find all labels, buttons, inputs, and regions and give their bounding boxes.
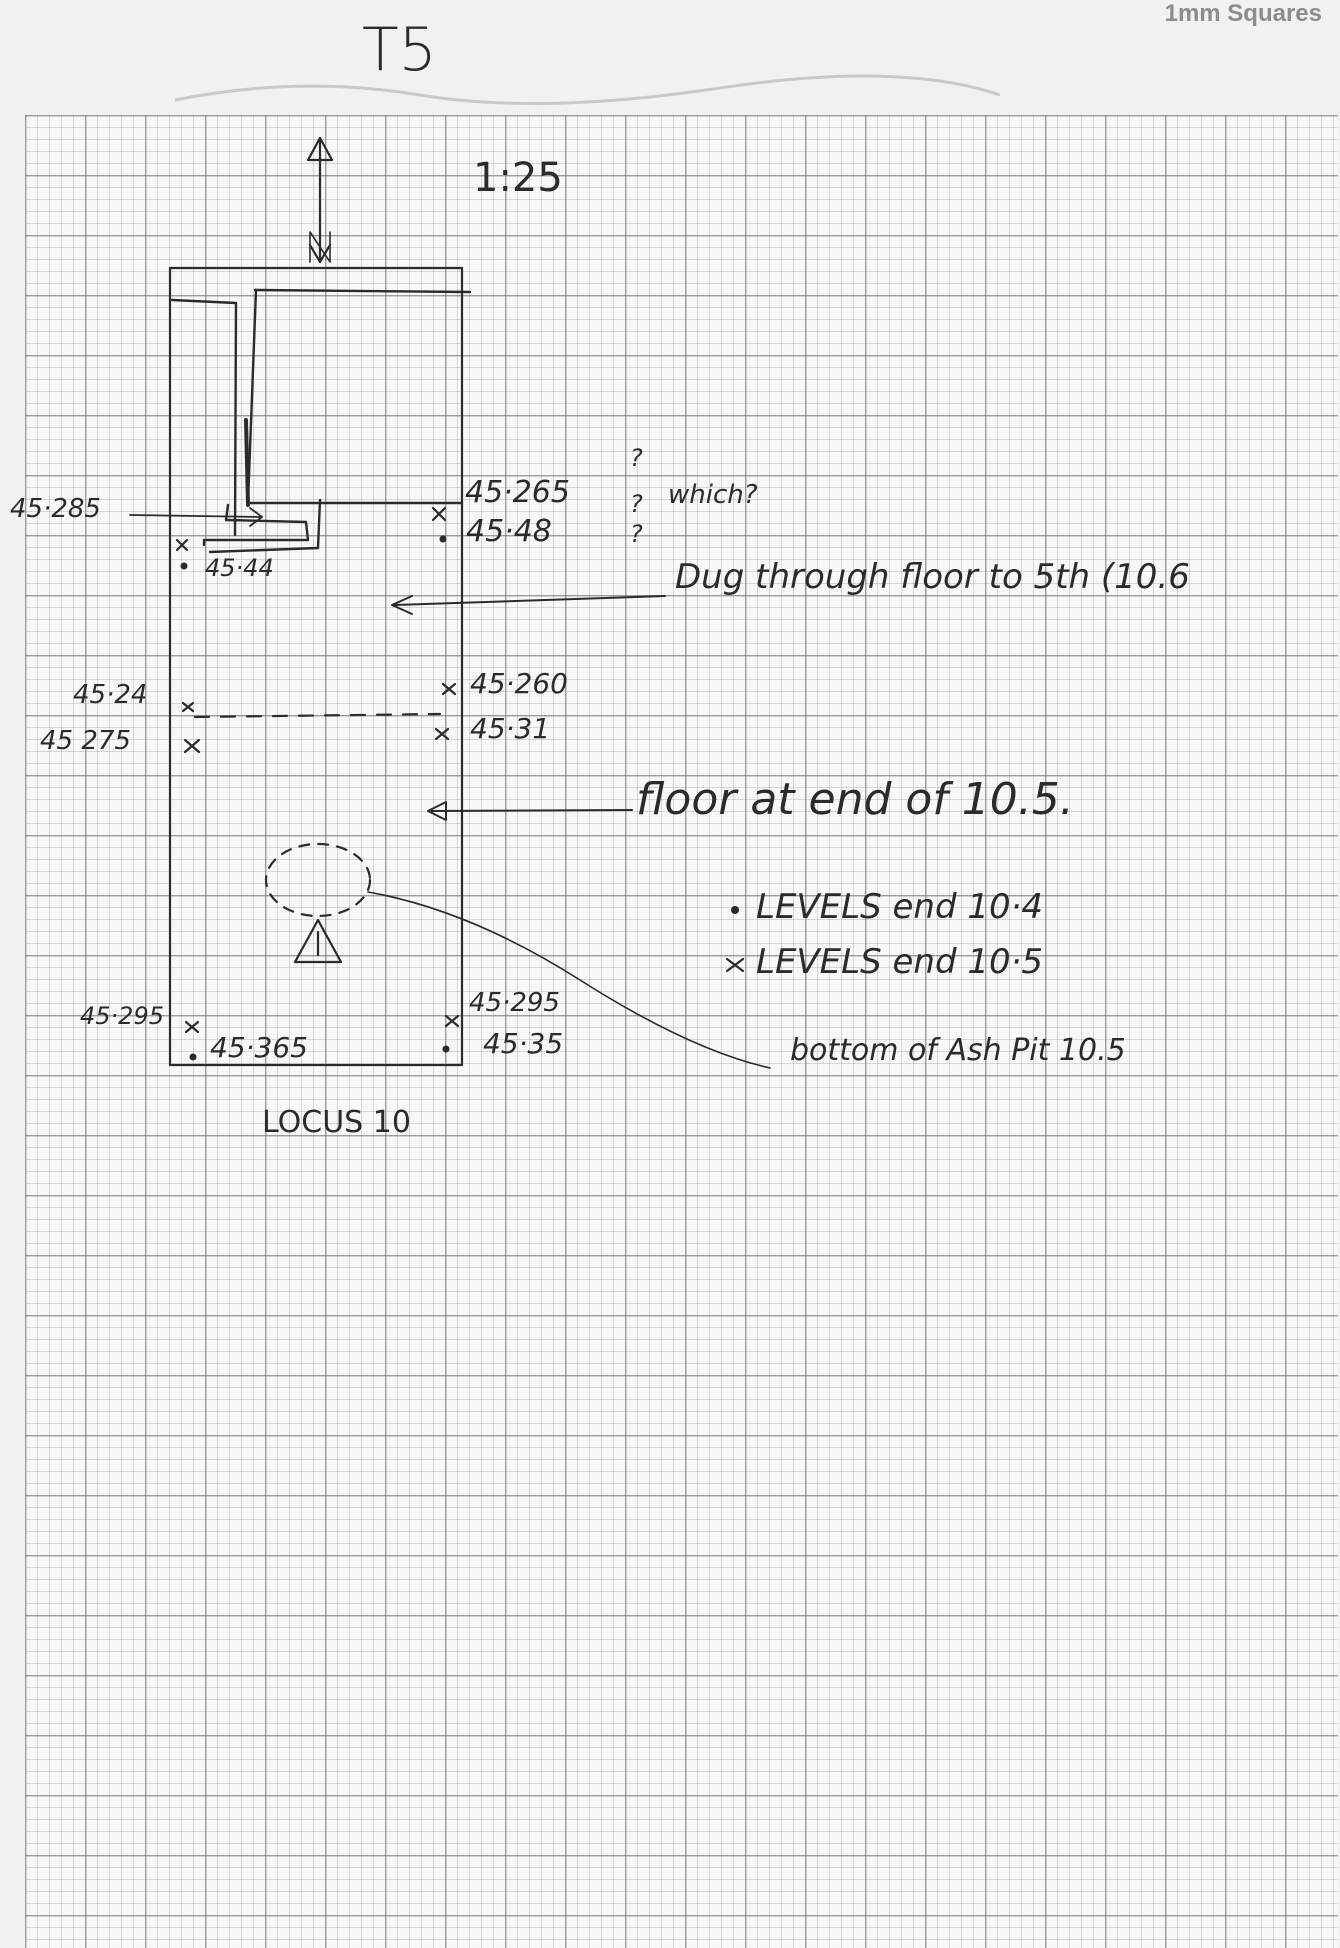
dug-through-note: Dug through floor to 5th (10.6 — [675, 557, 1190, 597]
benchmark-triangle-icon — [293, 918, 343, 964]
level-left-mid-top: 45·24 — [73, 680, 148, 710]
bleed-through-mark — [174, 74, 1001, 105]
level-left-mid-bottom: 45 275 — [40, 726, 131, 756]
floor-arrow — [427, 801, 633, 821]
feature-outline — [170, 288, 472, 554]
query-mark-1: ? — [630, 444, 643, 472]
level-right-upper-x: 45·265 — [465, 475, 570, 510]
floor-end-note: floor at end of 10.5. — [636, 774, 1074, 825]
level-right-lower-dot: 45·35 — [483, 1027, 564, 1060]
ash-pit-outline — [264, 842, 372, 918]
legend-dot-label: LEVELS end 10·4 — [756, 887, 1044, 927]
scale-label: 1:25 — [473, 155, 563, 201]
level-left-lower-x: 45·295 — [80, 1002, 164, 1030]
sheet-title: T5 — [362, 15, 437, 85]
legend-x-label: LEVELS end 10·5 — [756, 942, 1044, 982]
floor-dashed-line — [193, 712, 442, 719]
north-arrow — [306, 136, 334, 264]
level-right-upper-dot: 45·48 — [466, 514, 552, 549]
graph-paper-grid — [25, 115, 1338, 1948]
trench-outline — [168, 266, 464, 1067]
query-mark-3: ? — [630, 520, 643, 548]
dug-through-arrow — [391, 595, 666, 615]
level-right-lower-x: 45·295 — [469, 988, 560, 1018]
sheet-header: 1mm Squares — [1164, 0, 1322, 27]
level-marks — [175, 506, 745, 1034]
which-note: which? — [668, 480, 758, 510]
level-left-upper-dot: 45·44 — [205, 554, 274, 582]
level-left-lower-dot: 45·365 — [210, 1031, 308, 1064]
level-right-mid-bottom: 45·31 — [470, 712, 551, 745]
ash-pit-note: bottom of Ash Pit 10.5 — [790, 1033, 1126, 1068]
ash-pit-leader-line — [367, 891, 771, 1069]
locus-label: LOCUS 10 — [262, 1105, 411, 1140]
pointer-arrow-45-285 — [129, 507, 263, 527]
level-dots — [180, 535, 739, 1061]
query-mark-2: ? — [630, 490, 643, 518]
level-right-mid-top: 45·260 — [470, 667, 568, 700]
level-left-upper: 45·285 — [10, 494, 101, 524]
